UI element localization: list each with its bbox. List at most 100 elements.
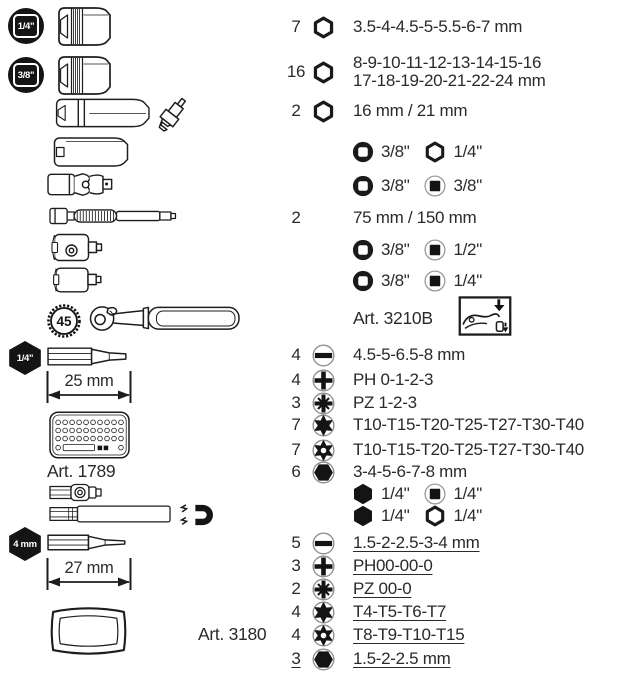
dimension-label: 27 mm [64,559,114,577]
dimension-27mm: 27 mm [45,558,133,590]
pozidriv-icon [311,578,335,601]
teeth-count-badge: 45 [47,304,81,338]
row-micro-slotted-bits: 5 1.5-2-2.5-3-4 mm [283,531,480,555]
quantity: 5 [291,533,301,552]
quantity: 7 [291,17,301,36]
article-number: Art. 1789 [47,461,116,481]
row-micro-torx-bits: 4 T4-T5-T6-T7 [283,600,446,624]
sizes-link[interactable]: 1.5-2-2.5 mm [353,649,451,668]
row-micro-hex-bits: 3 1.5-2-2.5 mm [283,647,451,671]
quantity: 4 [291,370,301,389]
hex-socket-icon [311,100,335,123]
row-hex-sockets-small: 7 3.5-4-4.5-5-5.5-6-7 mm [283,15,522,39]
pozidriv-icon [311,392,335,415]
quantity: 4 [291,345,301,364]
large-socket-illustration [53,137,129,167]
square-male-icon [424,270,446,292]
extension-bar-illustration [49,207,177,225]
socket-three-eighths-illustration [47,54,113,97]
row-hex-bits: 6 3-4-5-6-7-8 mm [283,460,467,484]
bit-size-badge: 4 mm [9,527,41,561]
square-male-icon [424,175,446,197]
hex-socket-icon [311,61,335,84]
slotted-icon [311,532,335,555]
spark-plug-socket-illustration [55,98,150,128]
drive-spec: 3/8" [352,175,410,197]
row-drive-specs: 3/8" 1/2" [352,238,497,262]
square-female-icon [352,175,374,197]
sizes-link[interactable]: T4-T5-T6-T7 [353,602,447,621]
sizes-text: T10-T15-T20-T25-T27-T30-T40 [353,440,584,459]
row-micro-phillips-bits: 3 PH00-00-0 [283,554,433,578]
bit-25mm-illustration [47,347,127,366]
hex-bit-icon [311,461,335,484]
ratchet-illustration [89,306,240,331]
bit-27mm-illustration [47,534,126,551]
row-micro-pozidriv-bits: 2 PZ 00-0 [283,577,412,601]
sizes-link[interactable]: T8-T9-T10-T15 [353,625,465,644]
dimension-25mm: 25 mm [45,371,133,403]
sizes-link[interactable]: PZ 00-0 [353,579,412,598]
sizes-link[interactable]: PH00-00-0 [353,556,433,575]
bit-size-badge: 1/4" [9,341,41,375]
hex-male-icon [352,483,374,505]
sizes-link[interactable]: 1.5-2-2.5-3-4 mm [353,533,480,552]
quantity: 3 [291,556,301,575]
no-icon [311,207,335,230]
badge-label: 4 mm [13,538,37,550]
adapter-small-illustration [53,267,102,293]
drive-size-badge: 3/8" [8,57,44,93]
adapter-illustration [51,233,103,262]
quick-release-pictogram [458,296,512,336]
bit-holder-illustration [49,505,171,523]
row-drive-specs: 1/4" 1/4" [352,504,497,528]
quantity: 2 [291,101,301,120]
quantity[interactable]: 3 [291,649,301,668]
square-female-icon [352,270,374,292]
hex-socket-icon [424,141,446,163]
drive-spec: 1/4" [424,483,482,505]
drive-spec: 1/4" [424,141,482,163]
sizes-text: T10-T15-T20-T25-T27-T30-T40 [353,415,584,434]
slotted-icon [311,344,335,367]
sizes-text: 3-4-5-6-7-8 mm [353,462,467,481]
sizes-text: PH 0-1-2-3 [353,370,434,389]
sizes-text: 8-9-10-11-12-13-14-15-16 17-18-19-20-21-… [353,52,546,90]
article-number-ratchet: Art. 3210B [353,308,433,328]
drive-spec: 1/2" [424,239,482,261]
torx-icon [311,601,335,624]
dimension-label: 25 mm [64,372,114,390]
magnet-icon [179,504,213,526]
row-pozidriv-bits: 3 PZ 1-2-3 [283,391,417,415]
quantity: 16 [286,62,306,81]
sizes-text: 16 mm / 21 mm [353,101,468,120]
article-number: Art. 3180 [198,624,267,644]
bit-tray-illustration [49,411,130,459]
sizes-text: 3.5-4-4.5-5-5.5-6-7 mm [353,17,523,36]
hex-male-icon [352,505,374,527]
case-illustration [50,607,127,655]
square-male-icon [424,239,446,261]
square-female-icon [352,239,374,261]
badge-label: 1/4" [16,352,34,364]
row-phillips-bits: 4 PH 0-1-2-3 [283,368,433,392]
adapter-bit-illustration [49,483,102,502]
phillips-icon [311,555,335,578]
phillips-icon [311,369,335,392]
drive-spec: 3/8" [352,239,410,261]
torx-tamper-icon [311,439,335,462]
drive-spec: 3/8" [424,175,482,197]
universal-joint-illustration [47,173,113,196]
badge-label: 45 [56,314,72,329]
row-extensions: 2 75 mm / 150 mm [283,206,476,230]
row-drive-specs: 3/8" 3/8" [352,174,497,198]
spark-plug-illustration [158,97,187,132]
row-drive-specs: 3/8" 1/4" [352,269,497,293]
quantity: 3 [291,393,301,412]
quantity: 4 [291,602,301,621]
quantity: 2 [291,208,301,227]
square-male-icon [424,483,446,505]
hex-bit-icon [311,648,335,671]
drive-spec: 1/4" [424,270,482,292]
row-hex-sockets-large: 16 8-9-10-11-12-13-14-15-16 17-18-19-20-… [283,52,546,91]
